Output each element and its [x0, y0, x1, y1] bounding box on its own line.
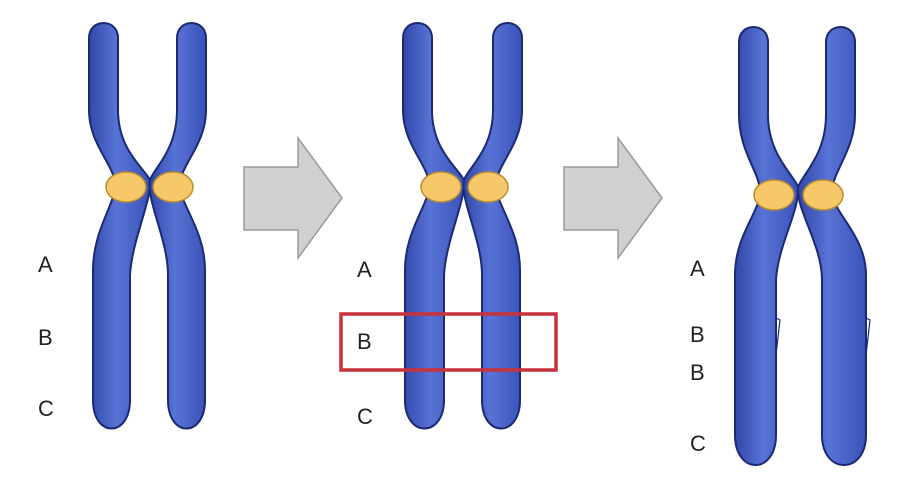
- chromosome-original: A B C: [38, 22, 207, 430]
- centromere-right: [467, 171, 509, 203]
- chromatid-left: [734, 26, 800, 466]
- centromere-right: [802, 179, 844, 211]
- chromatid-right: [796, 26, 867, 466]
- right-arrow-icon: [563, 135, 663, 261]
- chromatid-left: [402, 22, 466, 430]
- centromere-right: [152, 171, 194, 203]
- centromere-left: [753, 179, 795, 211]
- chromosome-duplicated: A B B C: [690, 26, 871, 466]
- centromere-left: [420, 171, 462, 203]
- highlight-box: [339, 312, 558, 372]
- gene-label-c: C: [690, 431, 706, 456]
- chromatid-left: [88, 22, 152, 430]
- gene-label-a: A: [690, 256, 705, 281]
- chromatid-right: [148, 22, 207, 430]
- gene-label-b: B: [690, 322, 705, 347]
- chromosome-marked: A B C: [339, 22, 558, 430]
- gene-label-c: C: [357, 404, 373, 429]
- centromere-left: [105, 171, 147, 203]
- gene-label-b: B: [357, 329, 372, 354]
- gene-label-c: C: [38, 396, 54, 421]
- chromatid-right: [462, 22, 523, 430]
- gene-label-a: A: [357, 257, 372, 282]
- gene-label-b: B: [38, 325, 53, 350]
- duplication-seam-right: [865, 317, 871, 356]
- right-arrow-icon: [243, 135, 343, 261]
- duplication-seam-left: [775, 317, 781, 356]
- gene-label-b-duplicate: B: [690, 360, 705, 385]
- gene-label-a: A: [38, 252, 53, 277]
